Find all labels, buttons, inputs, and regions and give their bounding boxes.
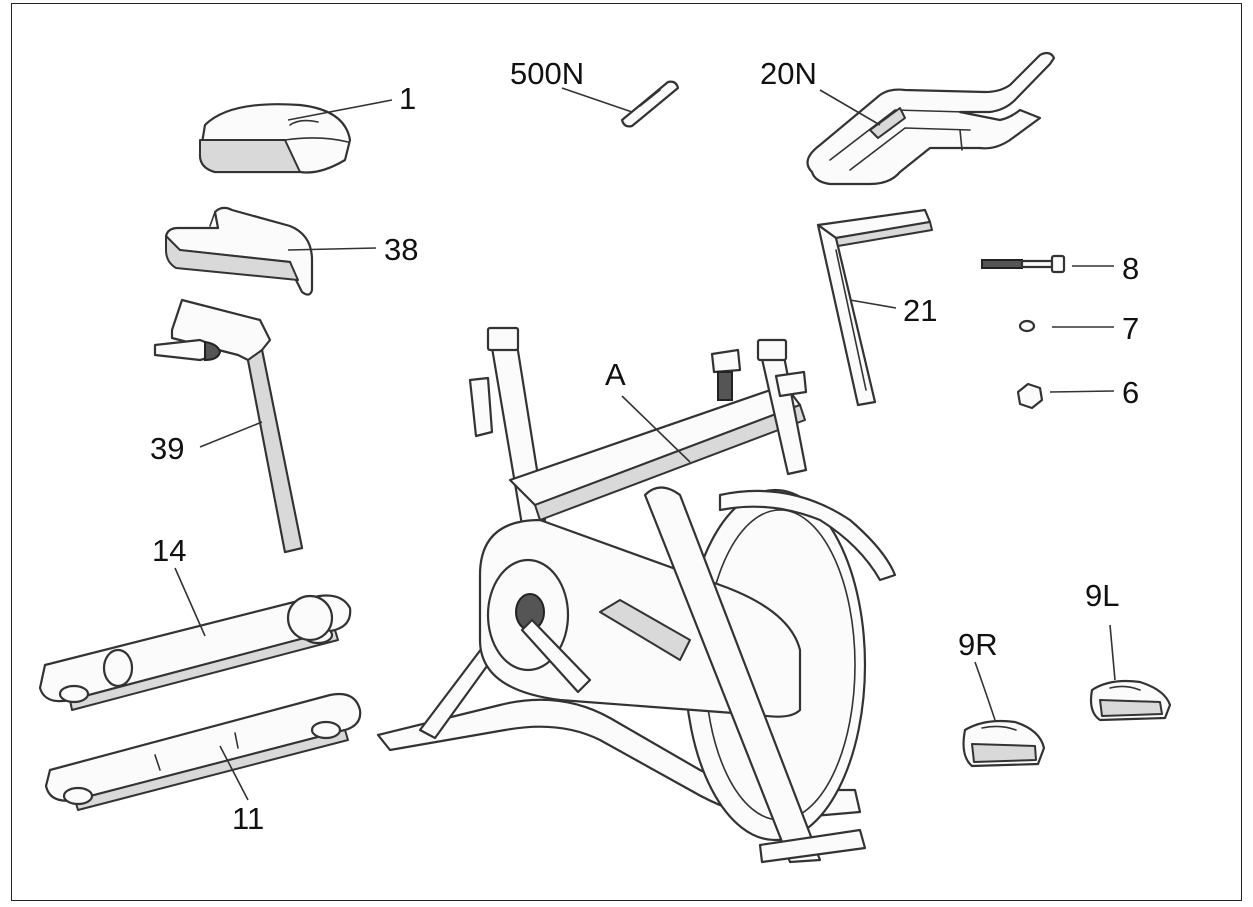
label-part-39: 39: [150, 431, 184, 466]
leader-14: [174, 567, 206, 637]
part-1-seat: [198, 103, 352, 174]
leader-38: [287, 247, 377, 251]
leader-20n: [819, 89, 881, 126]
leader-a: [621, 395, 691, 463]
part-a-main-frame: [376, 326, 897, 864]
part-6-nut: [1016, 382, 1044, 410]
part-9r-pedal: [962, 719, 1046, 768]
leader-6: [1049, 390, 1115, 393]
label-part-6: 6: [1122, 375, 1139, 410]
label-part-11: 11: [232, 801, 264, 836]
part-38-seat-slider: [164, 206, 314, 296]
leader-lines: [174, 87, 1116, 801]
label-part-9r: 9R: [958, 627, 998, 662]
label-part-20n: 20N: [760, 56, 817, 91]
leader-39: [199, 421, 263, 448]
label-part-7: 7: [1122, 311, 1139, 346]
label-part-1: 1: [399, 81, 416, 116]
label-part-9l: 9L: [1085, 578, 1119, 613]
part-20n-handlebar: [806, 51, 1056, 186]
label-part-8: 8: [1122, 251, 1139, 286]
part-500n-pin: [620, 80, 680, 128]
label-part-14: 14: [152, 533, 186, 568]
part-14-front-stabilizer: [38, 594, 352, 711]
leader-1: [287, 99, 393, 121]
leader-21: [849, 299, 897, 309]
part-labels: 1 500N 20N 38 8 21 7 6 A 39 14 9L 9R 11: [150, 56, 1139, 836]
label-part-500n: 500N: [510, 56, 584, 91]
leader-9l: [1109, 624, 1116, 681]
part-21-handlebar-post: [816, 208, 933, 407]
part-39-seat-post: [153, 298, 304, 554]
label-part-21: 21: [903, 293, 937, 328]
leader-9r: [974, 661, 996, 721]
part-11-rear-stabilizer: [44, 692, 362, 811]
label-part-a: A: [605, 357, 626, 392]
leader-11: [219, 745, 249, 801]
leader-500n: [561, 87, 633, 113]
part-7-washer: [1018, 319, 1036, 333]
part-8-bolt: [981, 254, 1066, 274]
part-9l-pedal: [1089, 679, 1172, 722]
label-part-38: 38: [384, 232, 418, 267]
